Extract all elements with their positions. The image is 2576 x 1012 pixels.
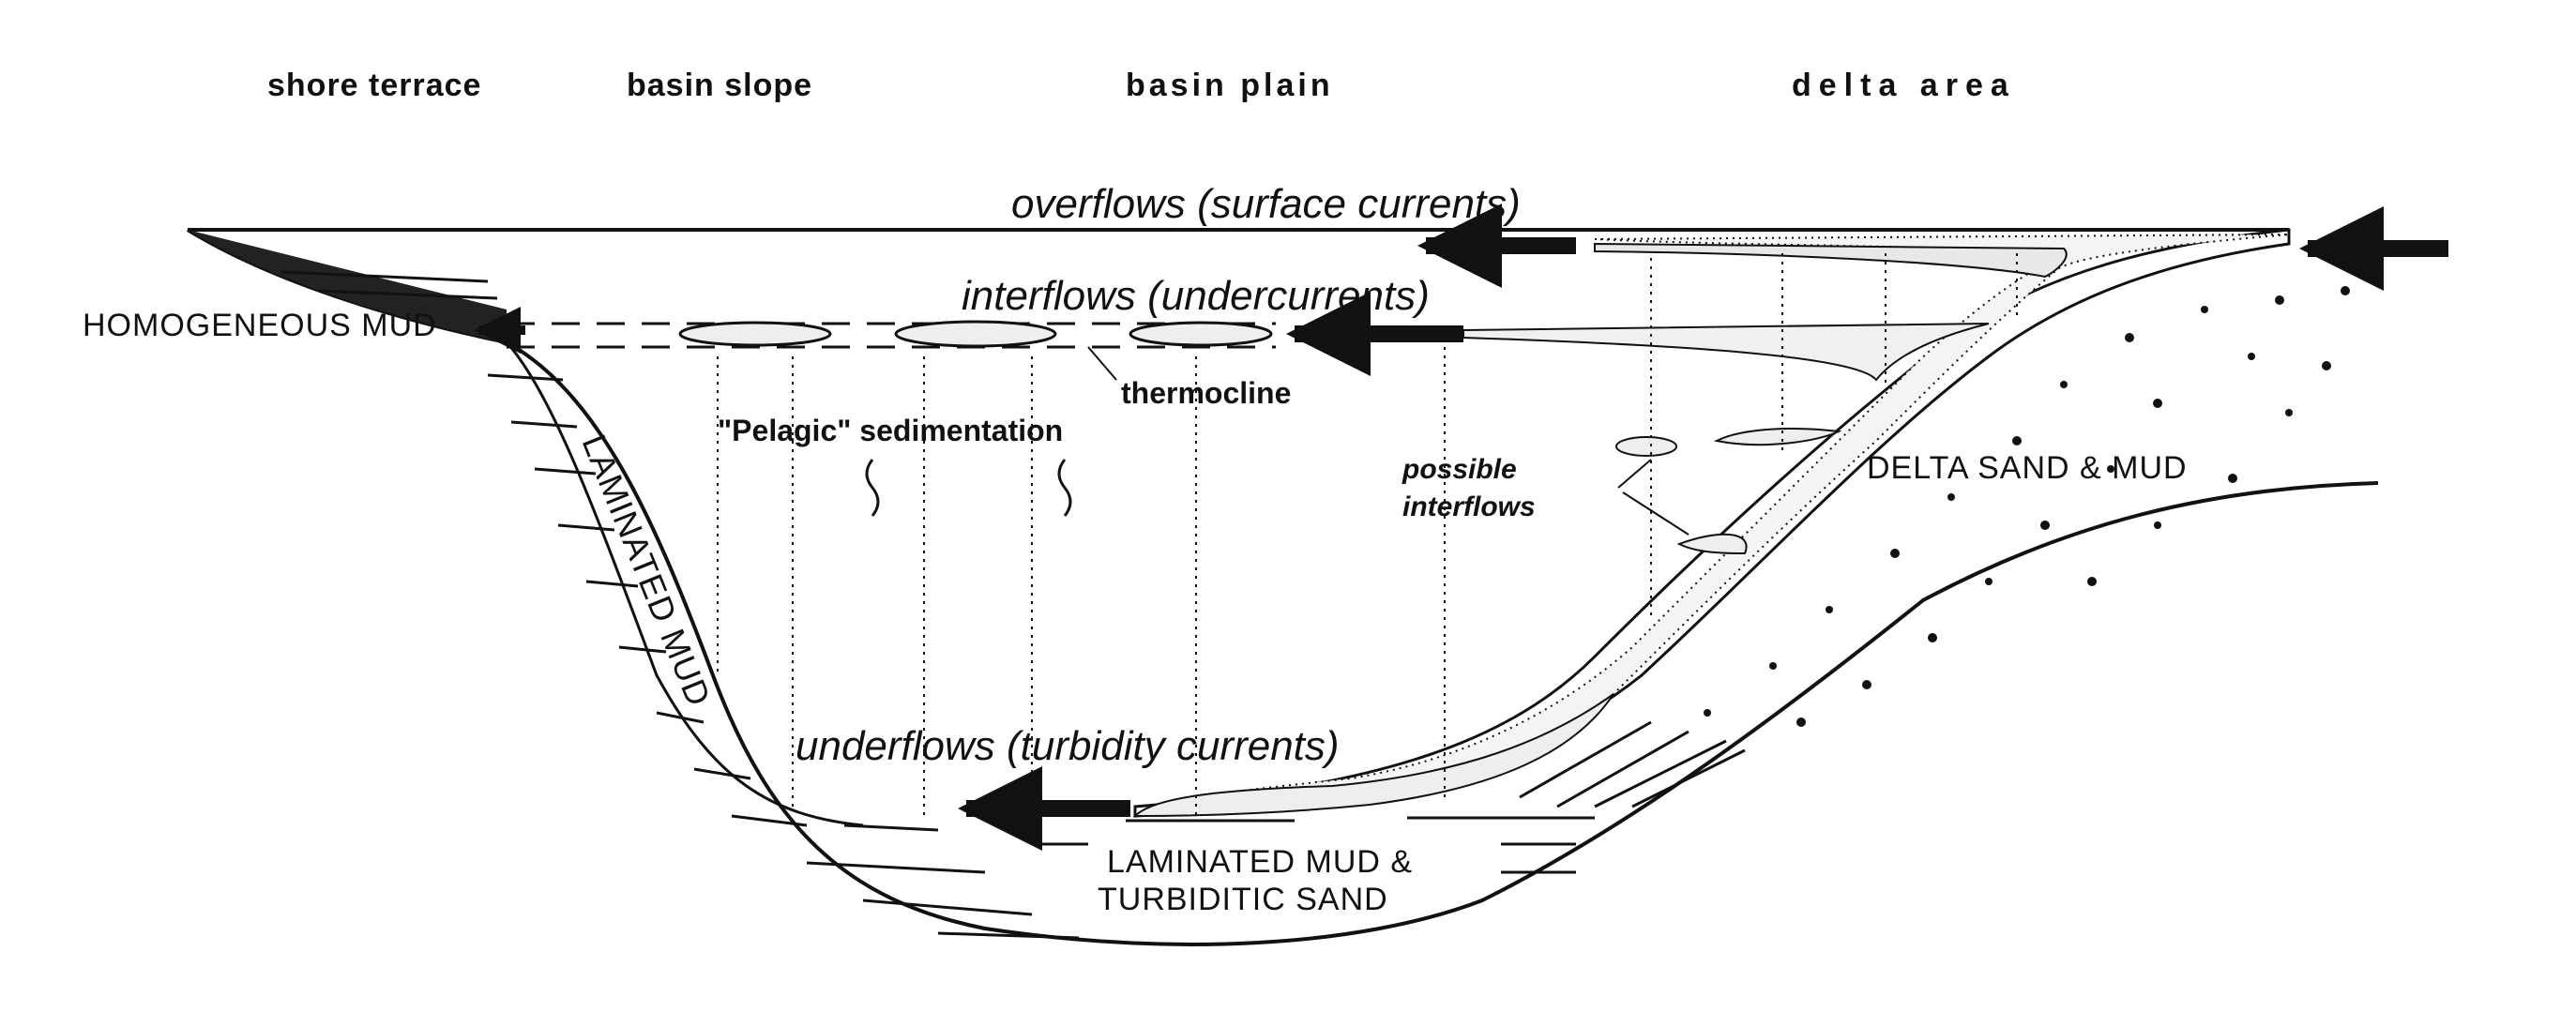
pelagic-settling-squiggles [865, 459, 1072, 517]
possible-interflows-pointer [1617, 459, 1690, 536]
laminated-mud-label: LAMINATED MUD [575, 430, 720, 712]
delta-foreset-lines [1519, 720, 1746, 808]
underflow-tongue [1132, 693, 1614, 818]
settling-lines [717, 253, 2018, 816]
basin-outline [186, 228, 2379, 946]
floor-laminations [806, 816, 1595, 940]
interflow-lenses [678, 320, 1273, 348]
zone-basin-plain: basin plain [1126, 68, 1334, 103]
thermocline-label: thermocline [1121, 376, 1291, 410]
thermocline-pointer [1087, 346, 1117, 381]
shore-terrace-hatch [280, 270, 498, 300]
homogeneous-mud-label: HOMOGENEOUS MUD [83, 308, 437, 343]
delta-sand-mud-label: DELTA SAND & MUD [1867, 450, 2188, 486]
possible-interflow-tongue-upper [1713, 428, 1842, 446]
zone-shore-terrace: shore terrace [267, 68, 481, 103]
zone-delta-area: delta area [1792, 68, 2016, 103]
overflows-label: overflows (surface currents) [1011, 181, 1521, 227]
underflows-label: underflows (turbidity currents) [796, 723, 1340, 769]
laminated-mud-inner-edge [505, 340, 864, 827]
interflow-level-line [507, 322, 1276, 349]
possible-interflows-label-2: interflows [1402, 491, 1536, 522]
pelagic-sedimentation-label: "Pelagic" sedimentation [718, 414, 1063, 447]
laminated-mud-hatching [487, 373, 808, 827]
laminated-turbiditic-label-2: TURBIDITIC SAND [1098, 882, 1388, 917]
possible-interflows-label-1: possible [1402, 454, 1517, 485]
zone-basin-slope: basin slope [627, 68, 812, 103]
overflow-tongue [1594, 242, 2068, 279]
possible-interflow-lens [1615, 436, 1677, 457]
possible-interflow-tongue-lower [1676, 533, 1748, 555]
laminated-turbiditic-label-1: LAMINATED MUD & [1107, 844, 1413, 880]
shore-terrace-wedge [188, 230, 507, 342]
interflow-tongue [1462, 323, 1990, 382]
flow-arrows [474, 204, 2448, 851]
interflows-label: interflows (undercurrents) [962, 273, 1430, 319]
